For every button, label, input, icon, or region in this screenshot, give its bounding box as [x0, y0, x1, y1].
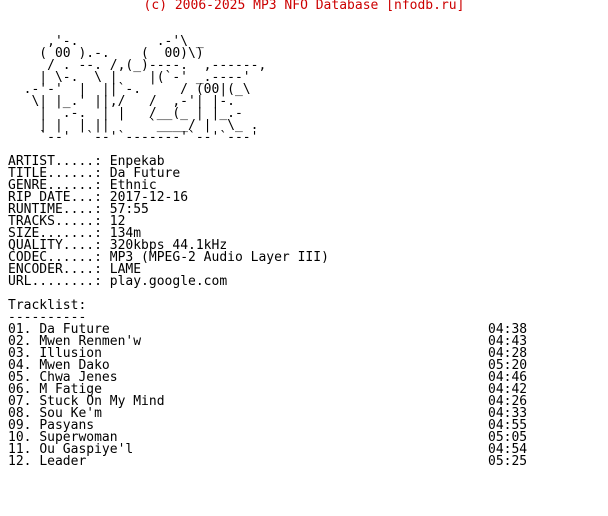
track-duration: 04:33 — [488, 406, 528, 421]
track-number: 09. — [8, 418, 32, 433]
info-row-url: URL........: play.google.com — [8, 274, 329, 289]
track-number: 05. — [8, 370, 32, 385]
tracklist: 01. Da Future 04:38 02. Mwen Renmen'w 04:4… — [8, 322, 538, 469]
track-title: Leader — [39, 454, 87, 469]
track-title: Sou Ke'm — [39, 406, 102, 421]
track-row: 11. Ou Gaspiye'l 04:54 — [8, 442, 538, 457]
track-number: 02. — [8, 334, 32, 349]
info-key: URL........: — [8, 274, 102, 289]
release-info: ARTIST.....: Enpekab TITLE......: Da Fut… — [8, 154, 329, 289]
track-number: 07. — [8, 394, 32, 409]
track-row: 09. Pasyans 04:55 — [8, 418, 538, 433]
info-value: Ethnic — [109, 178, 157, 193]
track-title: Da Future — [39, 322, 110, 337]
track-number: 01. — [8, 322, 32, 337]
info-row-tracks: TRACKS.....: 12 — [8, 214, 329, 229]
info-row-genre: GENRE......: Ethnic — [8, 178, 329, 193]
info-row-quality: QUALITY....: 320kbps 44.1kHz — [8, 238, 329, 253]
info-value: play.google.com — [109, 274, 228, 289]
info-row-runtime: RUNTIME....: 57:55 — [8, 202, 329, 217]
info-row-size: SIZE.......: 134m — [8, 226, 329, 241]
track-title: M Fatige — [39, 382, 102, 397]
track-row: 02. Mwen Renmen'w 04:43 — [8, 334, 538, 349]
track-number: 03. — [8, 346, 32, 361]
info-key: TRACKS.....: — [8, 214, 102, 229]
info-value: 134m — [109, 226, 142, 241]
info-row-artist: ARTIST.....: Enpekab — [8, 154, 329, 169]
track-duration: 05:05 — [488, 430, 528, 445]
track-title: Chwa Jenes — [39, 370, 118, 385]
track-title: Illusion — [39, 346, 102, 361]
track-row: 05. Chwa Jenes 04:46 — [8, 370, 538, 385]
info-key: CODEC......: — [8, 250, 102, 265]
info-value: 320kbps 44.1kHz — [109, 238, 228, 253]
info-key: RUNTIME....: — [8, 202, 102, 217]
info-value: 2017-12-16 — [109, 190, 189, 205]
track-duration: 04:55 — [488, 418, 528, 433]
track-duration: 04:38 — [488, 322, 528, 337]
track-number: 11. — [8, 442, 32, 457]
info-value: 12 — [109, 214, 126, 229]
track-row: 07. Stuck On My Mind 04:26 — [8, 394, 538, 409]
track-title: Superwoman — [39, 430, 118, 445]
track-row: 10. Superwoman 05:05 — [8, 430, 538, 445]
track-duration: 04:42 — [488, 382, 528, 397]
track-title: Pasyans — [39, 418, 95, 433]
track-duration: 04:28 — [488, 346, 528, 361]
track-row: 06. M Fatige 04:42 — [8, 382, 538, 397]
info-key: ENCODER....: — [8, 262, 102, 277]
track-row: 04. Mwen Dako 05:20 — [8, 358, 538, 373]
track-title: Mwen Renmen'w — [39, 334, 142, 349]
track-duration: 04:46 — [488, 370, 528, 385]
tracklist-title: Tracklist: — [8, 298, 87, 313]
track-row: 12. Leader 05:25 — [8, 454, 538, 469]
track-number: 08. — [8, 406, 32, 421]
track-number: 12. — [8, 454, 32, 469]
ascii-logo: ,'-. .-'\ _ ( 00 ).-. ( 00)\) / . --. /,… — [23, 34, 267, 145]
info-value: 57:55 — [109, 202, 149, 217]
info-key: RIP DATE...: — [8, 190, 102, 205]
info-row-title: TITLE......: Da Future — [8, 166, 329, 181]
info-key: ARTIST.....: — [8, 154, 102, 169]
info-row-rip-date: RIP DATE...: 2017-12-16 — [8, 190, 329, 205]
track-duration: 04:54 — [488, 442, 528, 457]
info-key: TITLE......: — [8, 166, 102, 181]
track-duration: 05:20 — [488, 358, 528, 373]
track-duration: 04:26 — [488, 394, 528, 409]
info-key: SIZE.......: — [8, 226, 102, 241]
info-row-codec: CODEC......: MP3 (MPEG-2 Audio Layer III… — [8, 250, 329, 265]
track-row: 01. Da Future 04:38 — [8, 322, 538, 337]
track-title: Stuck On My Mind — [39, 394, 165, 409]
track-number: 06. — [8, 382, 32, 397]
info-value: Enpekab — [109, 154, 165, 169]
track-duration: 05:25 — [488, 454, 528, 469]
tracklist-heading: Tracklist:---------- — [8, 298, 87, 325]
tracklist-rule: ---------- — [8, 310, 87, 325]
track-row: 08. Sou Ke'm 04:33 — [8, 406, 538, 421]
info-key: QUALITY....: — [8, 238, 102, 253]
track-row: 03. Illusion 04:28 — [8, 346, 538, 361]
track-number: 10. — [8, 430, 32, 445]
track-number: 04. — [8, 358, 32, 373]
track-duration: 04:43 — [488, 334, 528, 349]
track-title: Mwen Dako — [39, 358, 110, 373]
info-value: Da Future — [109, 166, 181, 181]
info-value: LAME — [109, 262, 142, 277]
info-row-encoder: ENCODER....: LAME — [8, 262, 329, 277]
info-key: GENRE......: — [8, 178, 102, 193]
info-value: MP3 (MPEG-2 Audio Layer III) — [109, 250, 329, 265]
track-title: Ou Gaspiye'l — [39, 442, 134, 457]
site-header: (c) 2006-2025 MP3 NFO Database [nfodb.ru… — [143, 0, 465, 13]
